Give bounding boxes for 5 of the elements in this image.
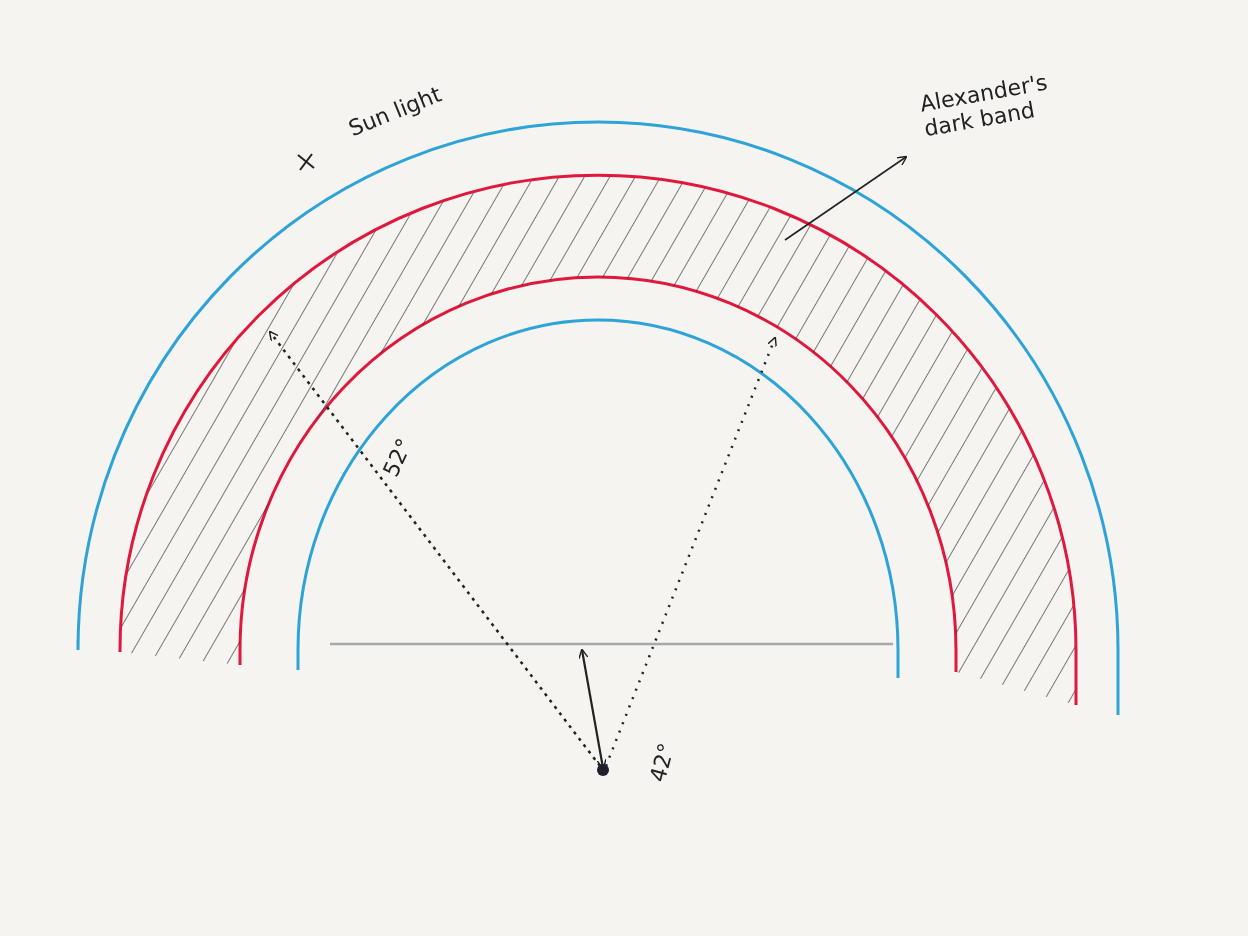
- callout-label: Alexander's dark band: [918, 62, 1095, 142]
- angle-label: 42°: [645, 740, 680, 785]
- angle-label: 52°: [378, 434, 418, 481]
- sun-light-label: Sun light: [345, 81, 445, 142]
- leader-line: [784, 155, 908, 241]
